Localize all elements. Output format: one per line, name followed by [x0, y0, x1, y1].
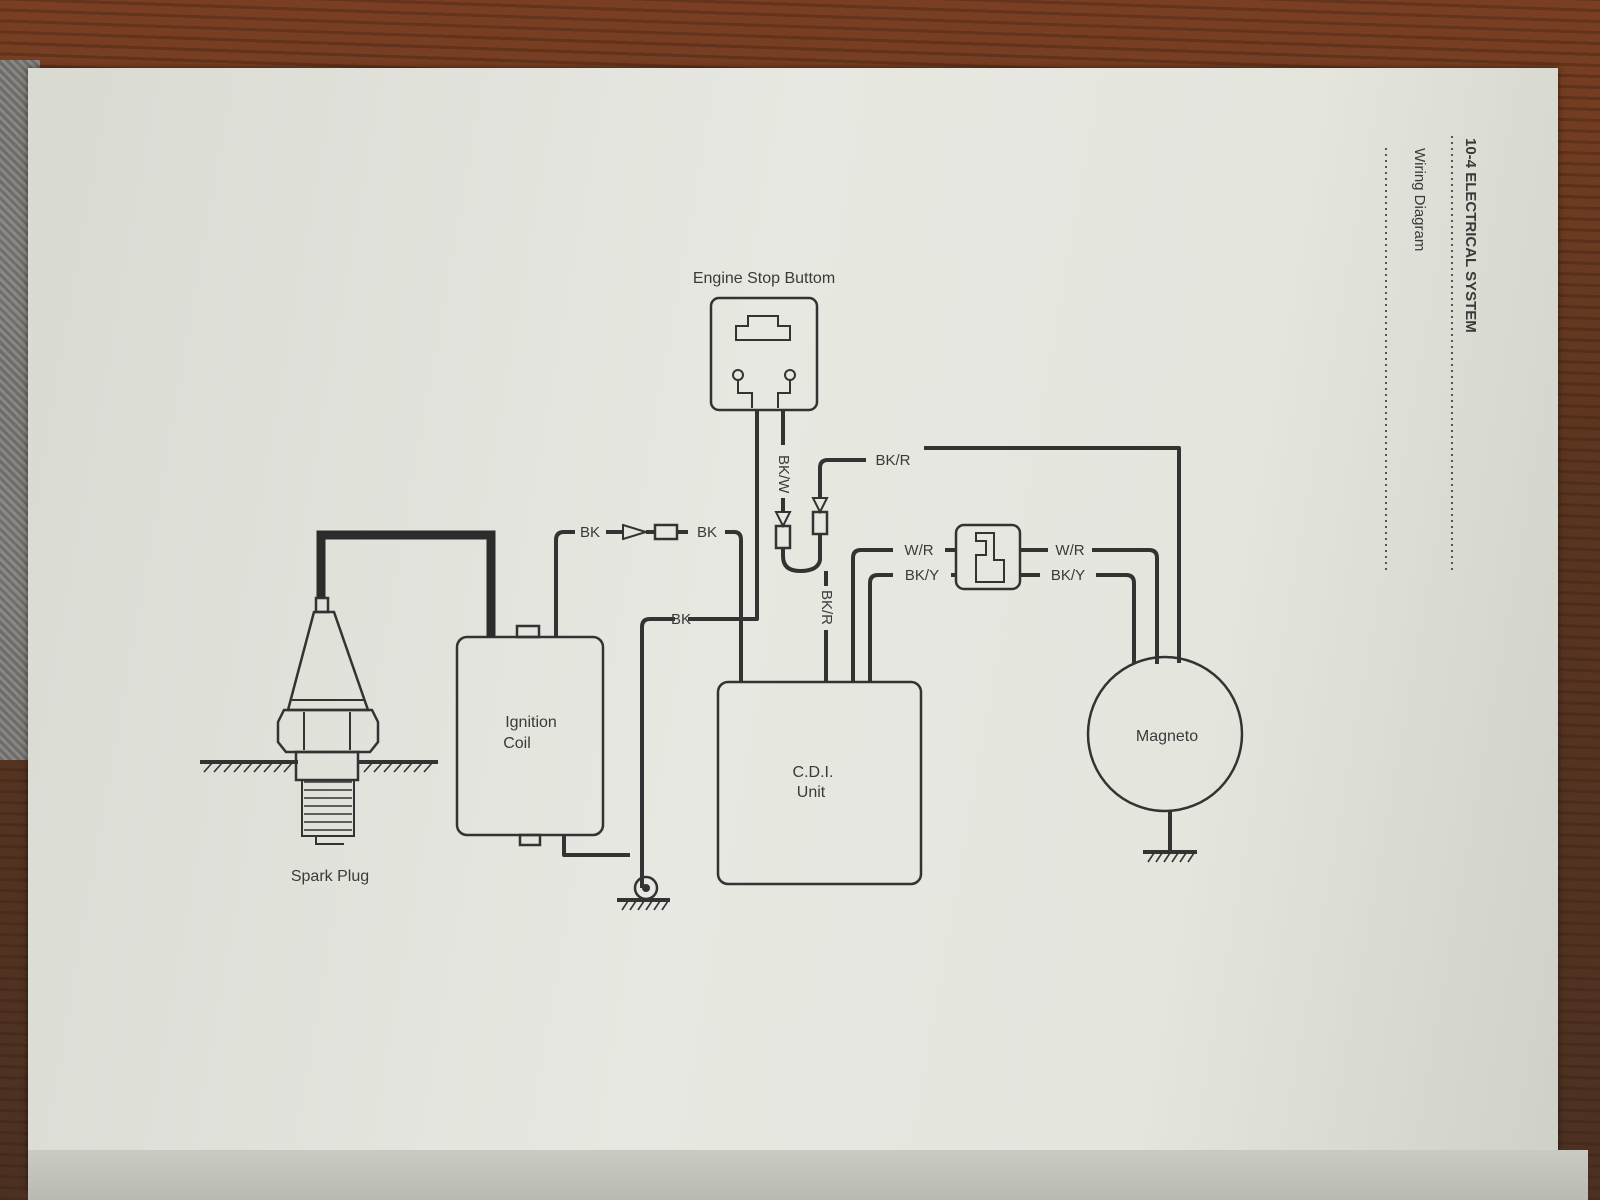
stop-terminal-left: [732, 369, 744, 381]
bk-y-cdi-wire: [868, 573, 893, 682]
spark-plug: Spark Plug: [200, 596, 438, 885]
coil-top-terminal: [515, 624, 541, 639]
magneto: Magneto: [1086, 655, 1244, 863]
ground-lug: [617, 875, 670, 911]
section-subtitle: Wiring Diagram: [1411, 148, 1428, 251]
diode-triangle: [622, 523, 650, 541]
section-title: 10-4 ELECTRICAL SYSTEM: [1462, 138, 1479, 333]
engine-stop-button: Engine Stop Buttom: [693, 270, 835, 412]
page-stack-edge: [28, 1150, 1588, 1200]
engine-surface-hatch: [203, 762, 433, 773]
coupler-body: [954, 523, 1022, 591]
coil-ground-wire: [562, 835, 630, 857]
stop-internal-wire-right: [777, 380, 791, 408]
stop-terminal-right: [784, 369, 796, 381]
ground-lug-hatch: [621, 900, 669, 911]
coupler-key: [975, 532, 1005, 583]
w-r-mag-label: W/R: [1055, 542, 1084, 559]
bk-r-top-label: BK/R: [875, 452, 910, 469]
plug-hex-facets: [303, 712, 351, 750]
bk-cdi-wire: [725, 530, 743, 682]
ignition-coil: Ignition Coil: [455, 624, 605, 847]
magneto-ground-hatch: [1147, 852, 1195, 863]
section-header: 10-4 ELECTRICAL SYSTEM Wiring Diagram: [1385, 136, 1479, 570]
coil-label-line2: Coil: [503, 735, 531, 752]
plug-thread-outline: [301, 779, 355, 837]
plug-terminal: [314, 596, 330, 614]
cdi-label-line1: C.D.I.: [793, 764, 834, 781]
magneto-label: Magneto: [1136, 728, 1198, 745]
bk-coil-wire: [554, 530, 575, 637]
bk-w-label: BK/W: [775, 455, 792, 494]
cdi-unit: C.D.I. Unit: [716, 680, 923, 886]
diode-body: [653, 523, 679, 541]
coil-bottom-terminal: [518, 833, 542, 847]
engine-stop-label: Engine Stop Buttom: [693, 270, 835, 287]
w-r-mag-wire: [1092, 548, 1159, 664]
high-tension-lead: [316, 530, 496, 637]
bk-ground-wire: [640, 617, 675, 888]
bk-stop-wire: [688, 410, 759, 621]
plug-thread: [304, 781, 352, 831]
bk-r-connector-arrow: [811, 497, 829, 515]
bk-r-mid-label: BK/R: [818, 590, 835, 625]
plug-insulator: [286, 610, 370, 712]
bk-y-mag-label: BK/Y: [1051, 567, 1085, 584]
engine-stop-body: [709, 296, 819, 412]
bk-coil-label: BK: [580, 524, 600, 541]
plug-shell: [294, 750, 360, 782]
ground-lug-bolt: [642, 884, 650, 892]
plug-hex-nut: [276, 708, 380, 754]
bk-w-connector-arrow: [774, 511, 792, 529]
manual-page: [28, 68, 1558, 1190]
bk-w-connector: [774, 524, 792, 550]
engine-stop-contact: [735, 315, 791, 341]
coil-label-line1: Ignition: [505, 714, 557, 731]
bk-r-loop: [781, 534, 822, 573]
bk-cdi-label: BK: [697, 524, 717, 541]
spark-plug-label: Spark Plug: [291, 868, 369, 885]
bk-y-mag-wire: [1096, 573, 1136, 664]
bk-r-connector: [811, 510, 829, 536]
w-r-cdi-wire: [851, 548, 893, 682]
cdi-label-line2: Unit: [797, 784, 826, 801]
bk-ground-label: BK: [671, 611, 691, 628]
magneto-body: [1086, 655, 1244, 813]
wire-coupler: [954, 523, 1022, 591]
plug-electrode: [315, 836, 344, 845]
bk-y-cdi-label: BK/Y: [905, 567, 939, 584]
w-r-cdi-label: W/R: [904, 542, 933, 559]
bk-r-magneto-wire: [924, 446, 1181, 663]
bk-r-top-wire: [818, 458, 866, 498]
stop-internal-wire-left: [737, 380, 753, 408]
cdi-body: [716, 680, 923, 886]
